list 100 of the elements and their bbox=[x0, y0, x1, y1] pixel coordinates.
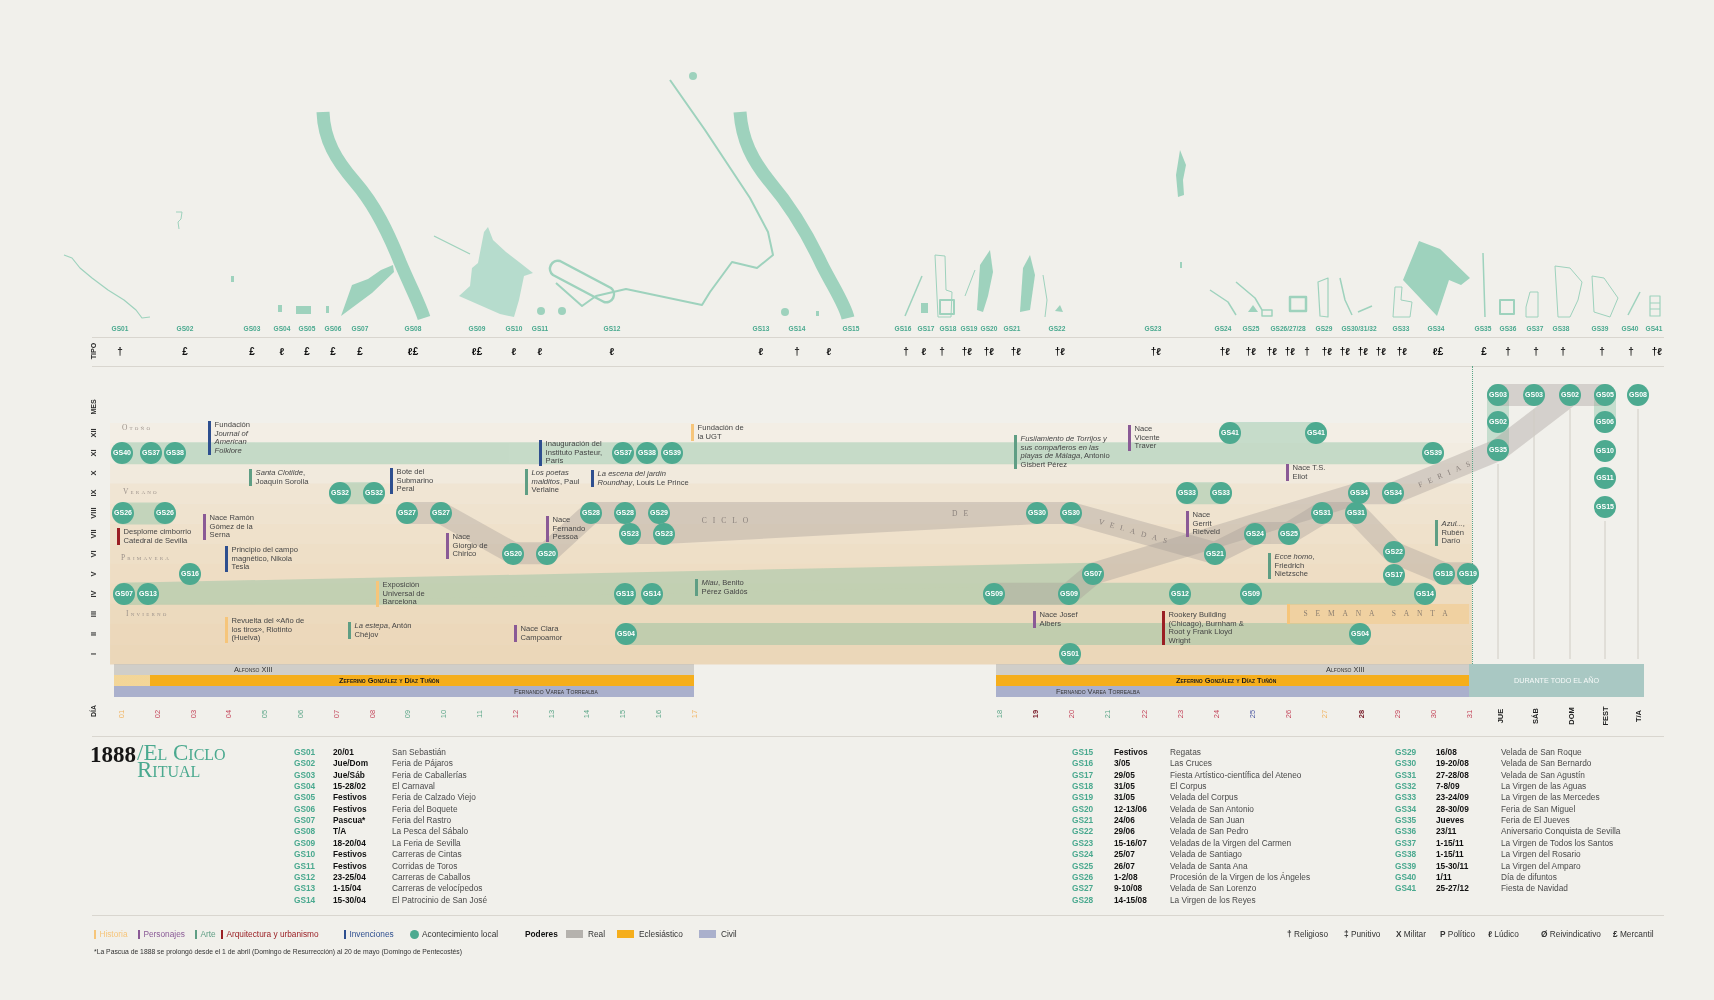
legend-label: Acontecimiento local bbox=[422, 929, 499, 939]
event-code: GS32 bbox=[1395, 781, 1417, 792]
event-date: 7-8/09 bbox=[1436, 781, 1460, 792]
legend-heading: Poderes bbox=[525, 929, 558, 939]
type-symbol: †ℓ bbox=[1321, 345, 1333, 357]
event-name: La Virgen de las Aguas bbox=[1501, 781, 1587, 792]
event-code: GS27 bbox=[1072, 883, 1094, 894]
event-code: GS23 bbox=[1072, 837, 1094, 848]
type-symbol: † bbox=[903, 345, 909, 357]
event-code: GS31 bbox=[1395, 769, 1417, 780]
event-code: GS33 bbox=[1395, 792, 1417, 803]
event-name: Regatas bbox=[1170, 747, 1201, 757]
type-symbol: £ bbox=[182, 345, 188, 357]
event-date: 29/06 bbox=[1114, 826, 1135, 837]
event-date: 24/06 bbox=[1114, 815, 1135, 826]
type-symbol: † bbox=[1304, 345, 1310, 357]
event-code: GS17 bbox=[1072, 769, 1094, 780]
event-name: Carreras de Caballos bbox=[392, 871, 471, 882]
legend-label: Personajes bbox=[143, 929, 185, 939]
type-symbol: †ℓ bbox=[1245, 345, 1257, 357]
type-symbol: ℓ£ bbox=[1432, 345, 1444, 357]
event-code: GS36 bbox=[1395, 826, 1417, 837]
event-name: Velada de Santiago bbox=[1170, 849, 1242, 860]
event-code: GS07 bbox=[294, 815, 316, 826]
event-code: GS34 bbox=[1395, 803, 1417, 814]
type-symbol: † bbox=[117, 345, 123, 357]
legend-label: Invenciones bbox=[349, 929, 394, 939]
event-name: Velada de San Roque bbox=[1501, 747, 1582, 757]
event-name: Fiesta de Navidad bbox=[1501, 883, 1568, 894]
event-code: GS05 bbox=[294, 792, 316, 803]
event-date: Festivos bbox=[333, 860, 367, 871]
type-symbol: £ bbox=[357, 345, 363, 357]
event-date: 25-27/12 bbox=[1436, 883, 1469, 894]
event-name: Feria de San Miguel bbox=[1501, 803, 1576, 814]
event-name: La Virgen de Todos los Santos bbox=[1501, 837, 1614, 848]
event-date: 9-10/08 bbox=[1114, 883, 1143, 894]
event-code: GS03 bbox=[294, 769, 316, 780]
event-code: GS41 bbox=[1395, 883, 1417, 894]
type-symbol: †ℓ bbox=[1339, 345, 1351, 357]
event-code: GS25 bbox=[1072, 860, 1094, 871]
type-symbol: †ℓ bbox=[1375, 345, 1387, 357]
event-code: GS13 bbox=[294, 883, 316, 894]
event-code: GS20 bbox=[1072, 803, 1094, 814]
event-code: GS22 bbox=[1072, 826, 1094, 837]
event-code: GS24 bbox=[1072, 849, 1094, 860]
type-symbol: ℓ bbox=[511, 345, 517, 357]
event-code: GS40 bbox=[1395, 871, 1417, 882]
event-name: Velada del Corpus bbox=[1170, 792, 1238, 803]
type-symbol: †ℓ bbox=[1396, 345, 1408, 357]
event-name: El Carnaval bbox=[392, 781, 435, 792]
type-symbol: †ℓ bbox=[983, 345, 995, 357]
event-code: GS04 bbox=[294, 781, 316, 792]
event-name: La Virgen del Rosario bbox=[1501, 849, 1581, 860]
event-date: 28-30/09 bbox=[1436, 803, 1469, 814]
event-name: Corridas de Toros bbox=[392, 860, 458, 871]
event-name: La Virgen de los Reyes bbox=[1170, 894, 1256, 905]
event-name: Procesión de la Virgen de los Ángeles bbox=[1170, 871, 1311, 882]
type-symbol: £ bbox=[1481, 345, 1487, 357]
event-name: San Sebastián bbox=[392, 747, 446, 757]
type-symbol: †ℓ bbox=[1357, 345, 1369, 357]
event-name: Feria de Calzado Viejo bbox=[392, 792, 476, 803]
type-symbol: ℓ bbox=[921, 345, 927, 357]
event-name: Velada de Santa Ana bbox=[1170, 860, 1248, 871]
event-date: 16/08 bbox=[1436, 747, 1457, 757]
event-date: 1-15/11 bbox=[1436, 849, 1464, 860]
event-name: Feria de El Jueves bbox=[1501, 815, 1570, 826]
event-name: Feria de Pájaros bbox=[392, 758, 453, 769]
event-name: Feria del Rastro bbox=[392, 815, 452, 826]
event-date: 23/11 bbox=[1436, 826, 1457, 837]
legend-label: † Religioso bbox=[1287, 929, 1329, 939]
event-date: 15-30/04 bbox=[333, 894, 366, 905]
type-symbol: ℓ bbox=[609, 345, 615, 357]
type-symbol: †ℓ bbox=[1010, 345, 1022, 357]
event-code: GS08 bbox=[294, 826, 316, 837]
type-symbol: ℓ£ bbox=[471, 345, 483, 357]
event-date: T/A bbox=[333, 826, 347, 837]
event-date: 26/07 bbox=[1114, 860, 1135, 871]
event-code: GS39 bbox=[1395, 860, 1417, 871]
type-symbol: † bbox=[794, 345, 800, 357]
event-date: 31/05 bbox=[1114, 792, 1135, 803]
event-code: GS15 bbox=[1072, 747, 1094, 757]
event-date: 29/05 bbox=[1114, 769, 1135, 780]
event-code: GS38 bbox=[1395, 849, 1417, 860]
type-symbol: ℓ bbox=[279, 345, 285, 357]
event-date: Jueves bbox=[1436, 815, 1465, 826]
event-name: Velada de San Pedro bbox=[1170, 826, 1249, 837]
event-code: GS16 bbox=[1072, 758, 1094, 769]
event-date: 15-16/07 bbox=[1114, 837, 1147, 848]
event-code: GS21 bbox=[1072, 815, 1094, 826]
event-date: 15-28/02 bbox=[333, 781, 366, 792]
type-symbol: †ℓ bbox=[1651, 345, 1663, 357]
type-symbol: †ℓ bbox=[1284, 345, 1296, 357]
event-code: GS01 bbox=[294, 747, 316, 757]
type-symbol: ℓ bbox=[826, 345, 832, 357]
type-symbol: † bbox=[1560, 345, 1566, 357]
event-date: 31/05 bbox=[1114, 781, 1135, 792]
type-symbol: †ℓ bbox=[1150, 345, 1162, 357]
event-code: GS30 bbox=[1395, 758, 1417, 769]
event-code: GS19 bbox=[1072, 792, 1094, 803]
event-name: Veladas de la Virgen del Carmen bbox=[1170, 837, 1292, 848]
